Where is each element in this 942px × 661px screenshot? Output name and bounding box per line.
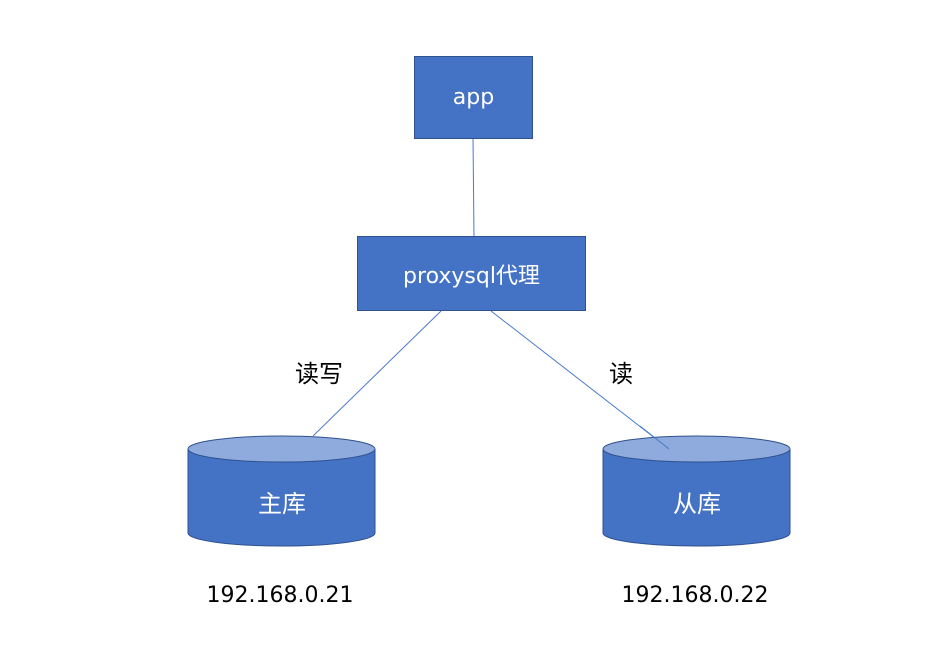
edge-proxy-master	[312, 310, 442, 437]
master-db-cylinder	[187, 435, 376, 547]
read-label: 读	[609, 360, 633, 388]
read-write-label: 读写	[295, 360, 343, 388]
app-node: app	[414, 56, 533, 139]
edge-app-proxy	[472, 137, 475, 238]
slave-db-cylinder	[602, 435, 791, 547]
slave-db-label: 从库	[673, 490, 721, 518]
proxy-node: proxysql代理	[357, 236, 586, 311]
app-node-label: app	[452, 85, 495, 110]
slave-ip: 192.168.0.22	[621, 583, 769, 608]
master-ip: 192.168.0.21	[206, 583, 354, 608]
master-db-label: 主库	[258, 490, 306, 518]
proxy-node-label: proxysql代理	[403, 263, 540, 289]
edge-proxy-slave	[490, 310, 670, 450]
edge-proxy-slave-tip	[639, 425, 670, 450]
